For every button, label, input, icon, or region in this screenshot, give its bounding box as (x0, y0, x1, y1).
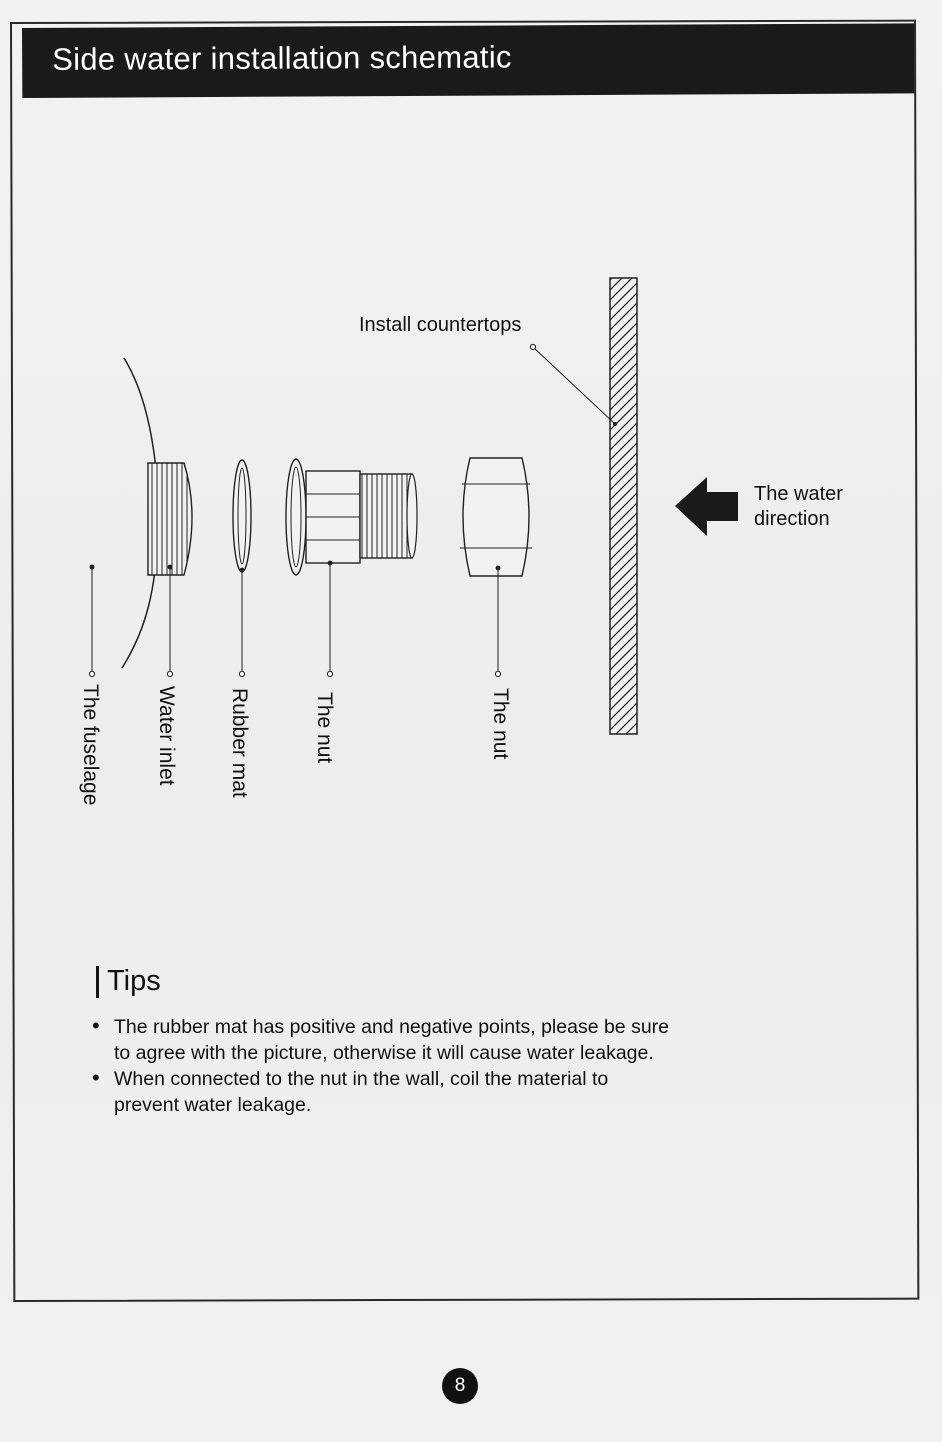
tip-line: prevent water leakage. (114, 1094, 312, 1116)
tips-heading-bar (96, 965, 99, 998)
nut-1-part (285, 458, 418, 576)
label-install-countertops: Install countertops (359, 314, 521, 336)
label-rubber-mat: Rubber mat (228, 688, 251, 798)
tip-line: to agree with the picture, otherwise it … (114, 1042, 654, 1064)
tip-line: The rubber mat has positive and negative… (114, 1016, 670, 1038)
label-water-direction-2: direction (754, 508, 830, 530)
countertop-leader (529, 343, 617, 426)
tips-title: Tips (107, 965, 161, 997)
tips-heading: Tips (96, 965, 856, 998)
label-nut-2: The nut (489, 688, 512, 759)
label-nut-1: The nut (313, 692, 336, 763)
page-number: 8 (442, 1368, 478, 1404)
leader-lines (88, 560, 502, 678)
tips-list: The rubber mat has positive and negative… (92, 1013, 856, 1118)
water-direction-arrow-icon (675, 477, 738, 536)
nut-2-part (460, 457, 532, 577)
tip-line: When connected to the nut in the wall, c… (114, 1068, 609, 1090)
label-water-direction-1: The water (754, 483, 843, 505)
label-water-inlet: Water inlet (155, 686, 178, 786)
tip-item: The rubber mat has positive and negative… (92, 1013, 856, 1066)
tips-section: Tips The rubber mat has positive and neg… (92, 965, 856, 1118)
rubber-mat-part (232, 459, 252, 573)
water-inlet-part (147, 462, 193, 576)
label-fuselage: The fuselage (79, 684, 102, 805)
countertop-wall (609, 277, 638, 735)
tip-item: When connected to the nut in the wall, c… (92, 1065, 856, 1118)
